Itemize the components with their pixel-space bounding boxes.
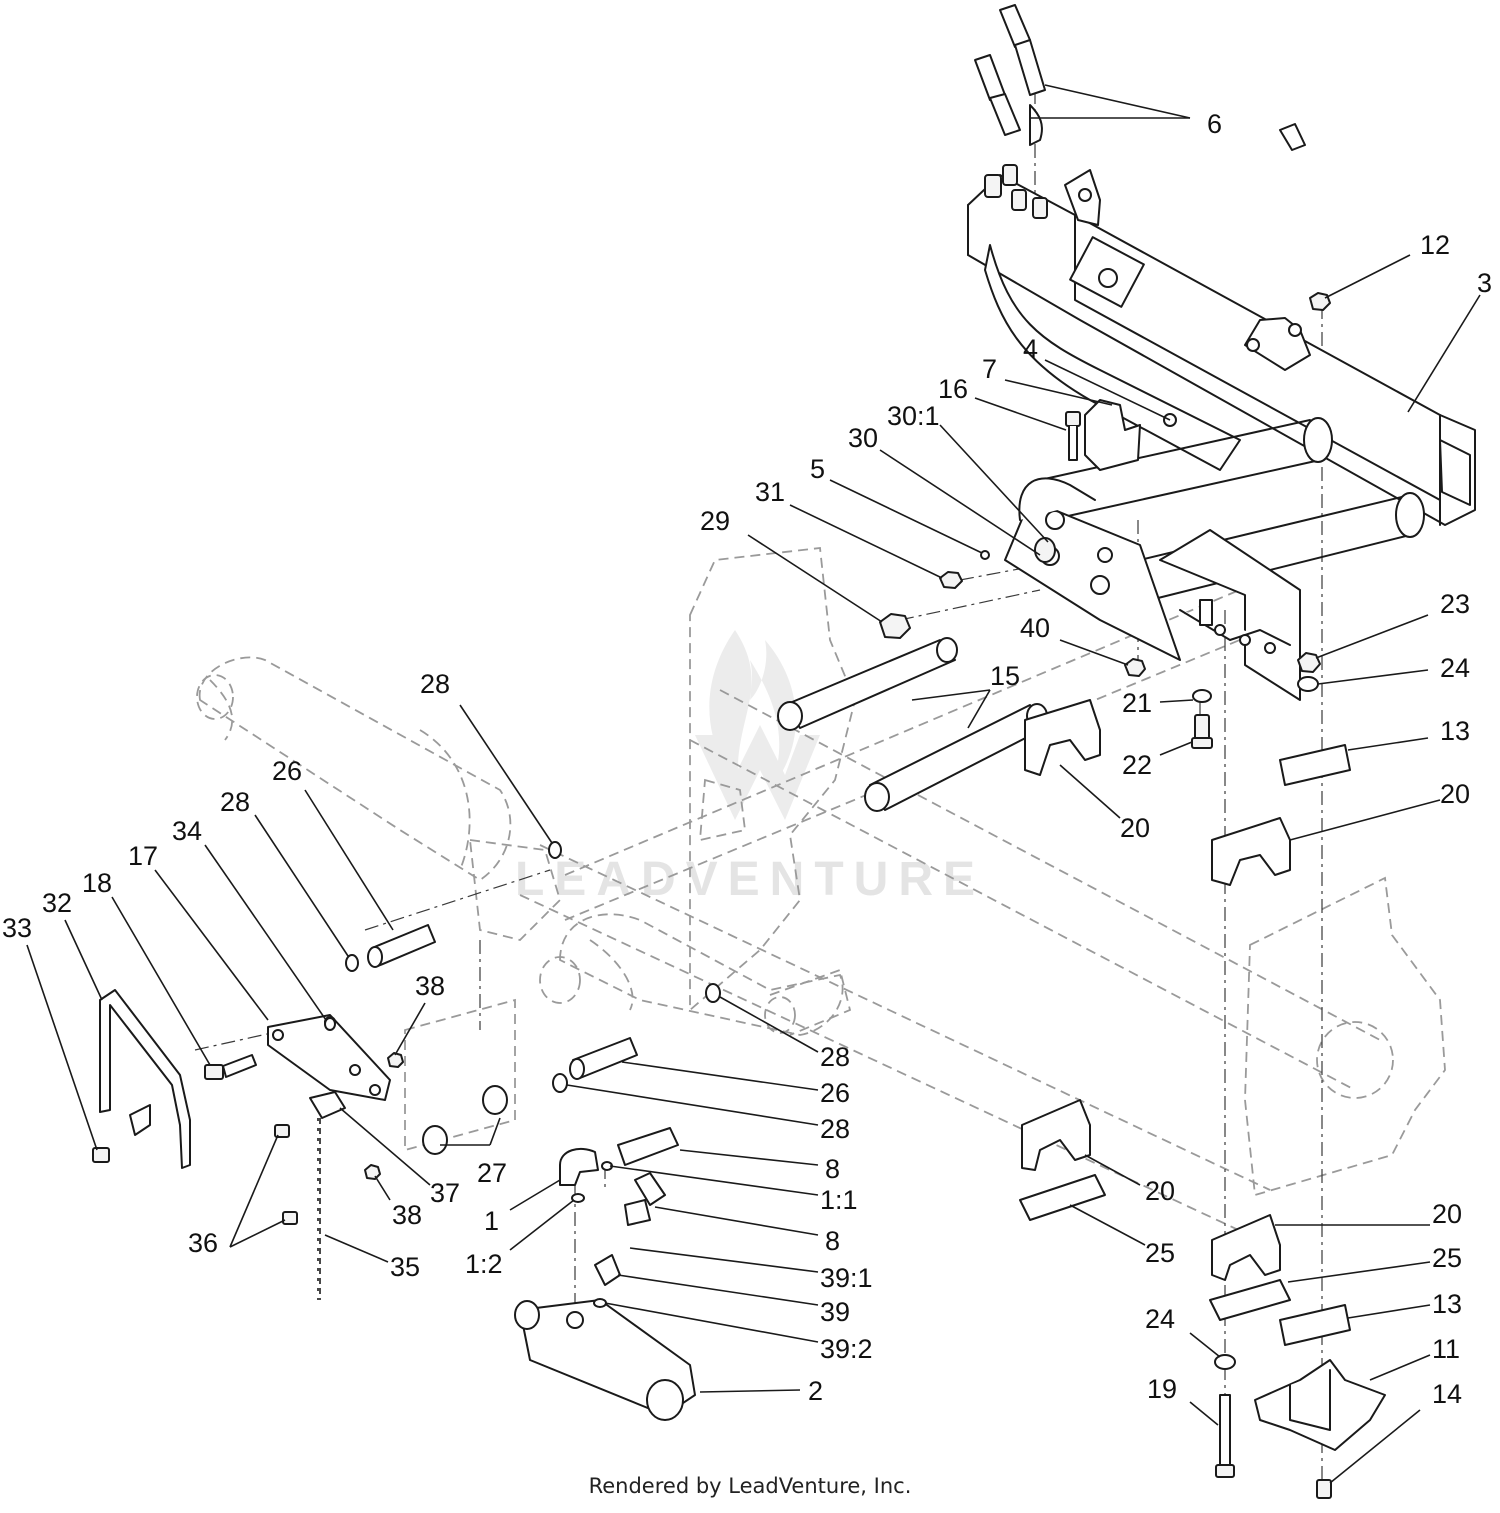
- callout-17: 17: [128, 841, 158, 871]
- hydraulic-fittings: [984, 164, 1048, 219]
- callout-22: 22: [1122, 750, 1152, 780]
- callout-26-b: 26: [820, 1078, 850, 1108]
- callout-8-b: 8: [825, 1226, 840, 1256]
- callout-29: 29: [700, 506, 730, 536]
- callout-39-1: 39:1: [820, 1263, 873, 1293]
- callout-20-b: 20: [1440, 779, 1470, 809]
- bushings-27: [422, 1085, 508, 1155]
- callout-28-d: 28: [820, 1114, 850, 1144]
- callout-13-top: 13: [1440, 716, 1470, 746]
- callout-24-top: 24: [1440, 653, 1470, 683]
- callout-31: 31: [755, 477, 785, 507]
- callout-36: 36: [188, 1228, 218, 1258]
- pivot-hardware: [879, 399, 1177, 639]
- callout-21: 21: [1122, 688, 1152, 718]
- callout-30: 30: [848, 423, 878, 453]
- callout-6: 6: [1207, 109, 1222, 139]
- right-stack-hardware: [1019, 292, 1386, 1499]
- callout-12: 12: [1420, 230, 1450, 260]
- callout-1: 1: [484, 1206, 499, 1236]
- callout-labels: 6 12 3 4 7 16 30:1 30 5 31 29 23 24 40 1…: [2, 109, 1492, 1409]
- callout-11: 11: [1432, 1334, 1460, 1364]
- callout-7: 7: [982, 354, 997, 384]
- callout-25-b: 25: [1432, 1243, 1462, 1273]
- callout-28-b: 28: [220, 787, 250, 817]
- callout-1-1: 1:1: [820, 1185, 858, 1215]
- callout-24-b: 24: [1145, 1304, 1175, 1334]
- callout-19: 19: [1147, 1374, 1177, 1404]
- callout-33: 33: [2, 913, 32, 943]
- callout-26-a: 26: [272, 756, 302, 786]
- callout-3: 3: [1477, 268, 1492, 298]
- hydraulic-cylinder: [514, 1127, 696, 1421]
- callout-37: 37: [430, 1178, 460, 1208]
- callout-18: 18: [82, 868, 112, 898]
- callout-25-a: 25: [1145, 1238, 1175, 1268]
- callout-30-1: 30:1: [887, 401, 940, 431]
- callout-20-d: 20: [1432, 1199, 1462, 1229]
- callout-39-2: 39:2: [820, 1334, 873, 1364]
- callout-27: 27: [477, 1158, 507, 1188]
- callout-4: 4: [1023, 334, 1038, 364]
- callout-38-a: 38: [415, 971, 445, 1001]
- callout-20-c: 20: [1145, 1176, 1175, 1206]
- rendered-by-credit: Rendered by LeadVenture, Inc.: [588, 1474, 912, 1498]
- callout-20-a: 20: [1120, 813, 1150, 843]
- callout-40: 40: [1020, 613, 1050, 643]
- callout-23: 23: [1440, 589, 1470, 619]
- hose-ends-6: [974, 4, 1306, 151]
- leader-lines: [26, 84, 1481, 1484]
- watermark-text: LEADVENTURE: [515, 853, 985, 906]
- left-hardware: [92, 841, 721, 1180]
- callout-8-a: 8: [825, 1154, 840, 1184]
- callout-5: 5: [810, 454, 825, 484]
- callout-28-c: 28: [820, 1042, 850, 1072]
- watermark-logo: [695, 630, 820, 820]
- callout-1-2: 1:2: [465, 1249, 503, 1279]
- callout-35: 35: [390, 1252, 420, 1282]
- callout-16: 16: [938, 374, 968, 404]
- callout-32: 32: [42, 888, 72, 918]
- callout-28-a: 28: [420, 669, 450, 699]
- callout-38-b: 38: [392, 1200, 422, 1230]
- callout-2: 2: [808, 1376, 823, 1406]
- callout-39: 39: [820, 1297, 850, 1327]
- callout-13-b: 13: [1432, 1289, 1462, 1319]
- callout-14: 14: [1432, 1379, 1462, 1409]
- chain-35: [274, 1091, 346, 1300]
- callout-34: 34: [172, 816, 202, 846]
- callout-15: 15: [990, 661, 1020, 691]
